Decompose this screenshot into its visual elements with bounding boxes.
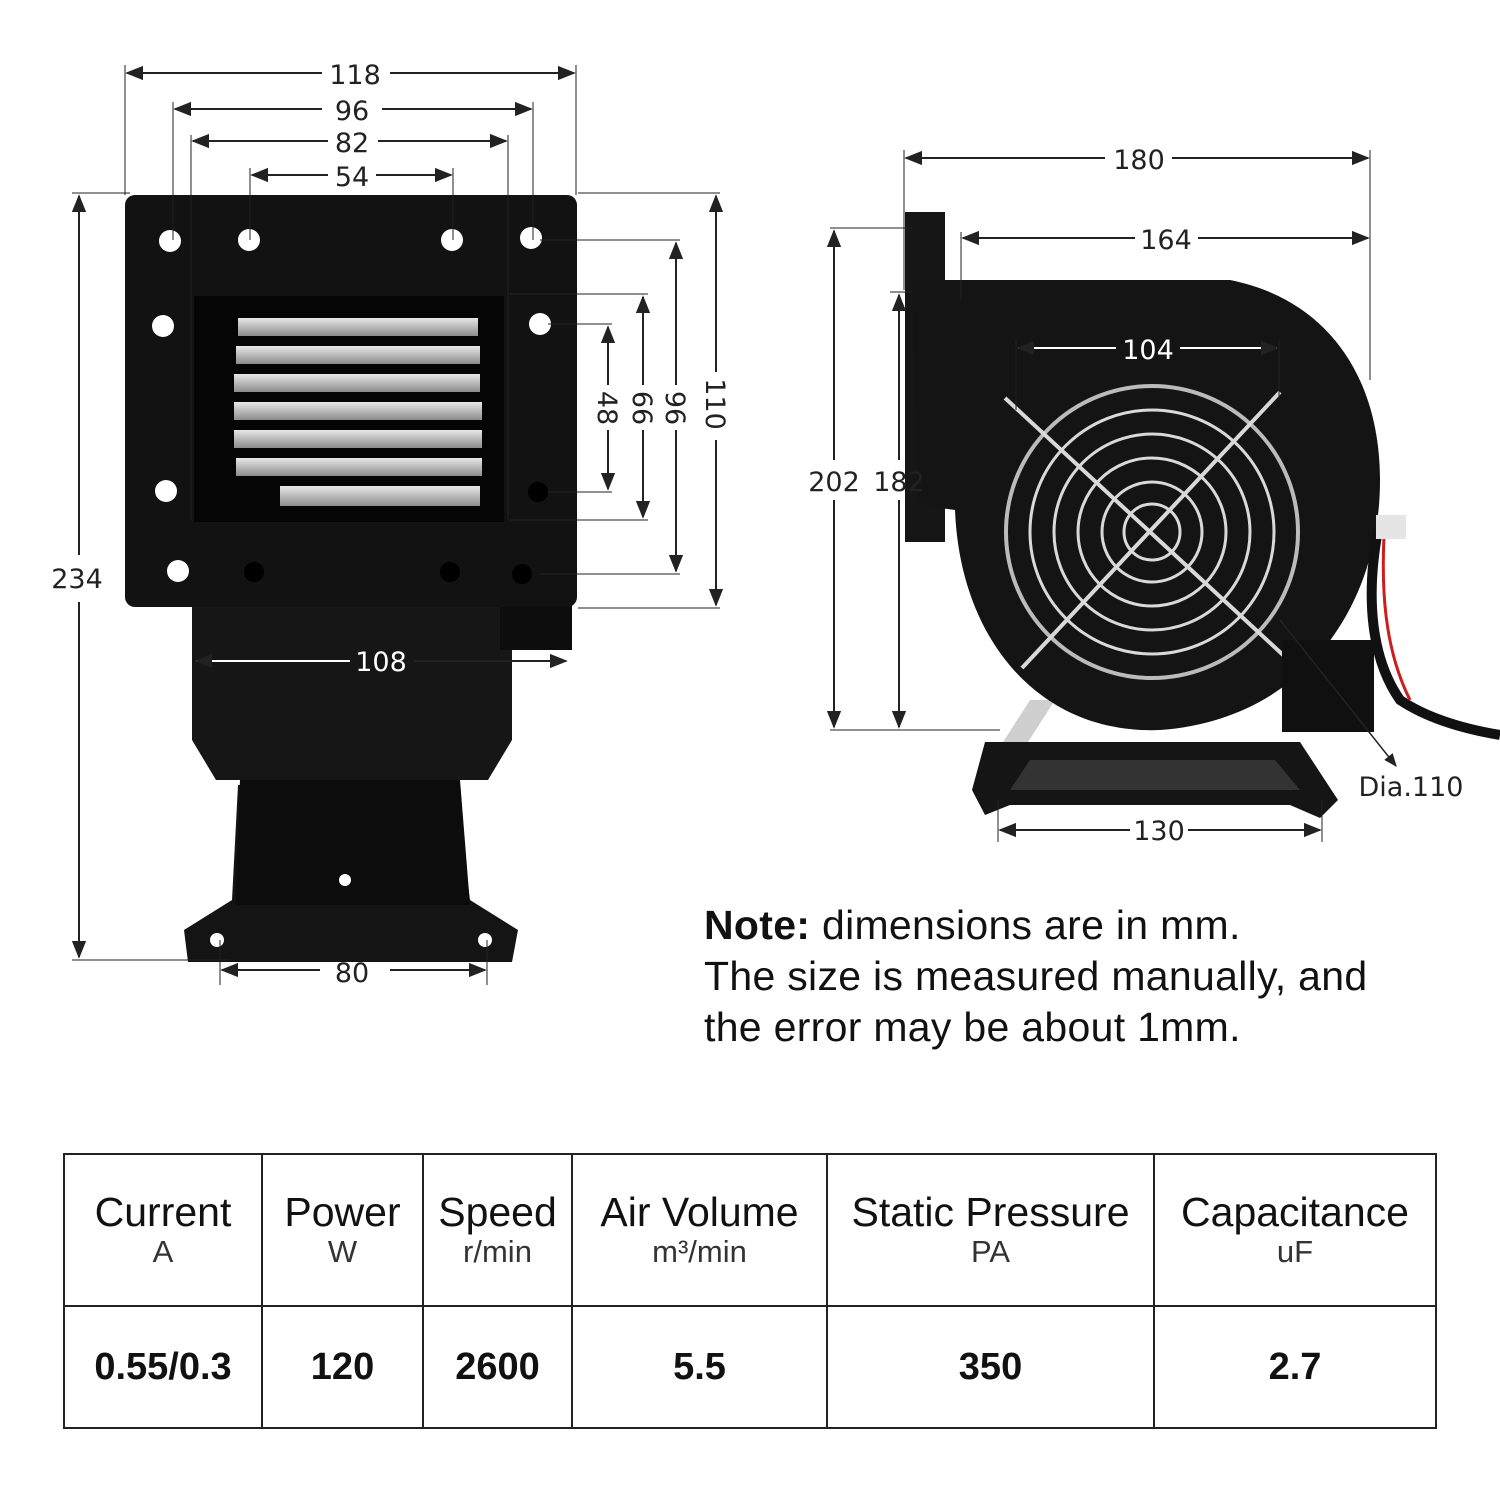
side-inlet-grille	[1003, 384, 1300, 680]
value-capacitance: 2.7	[1153, 1305, 1437, 1429]
dim-130: 130	[1133, 816, 1185, 847]
front-view-dimension-lines	[71, 65, 724, 985]
dim-202: 202	[808, 467, 860, 498]
dim-66: 66	[626, 391, 657, 425]
dim-110: 110	[699, 378, 730, 430]
dim-96-height: 96	[659, 391, 690, 425]
dim-182: 182	[873, 467, 925, 498]
flange-holes	[152, 227, 551, 582]
measurement-note: Note: dimensions are in mm. The size is …	[704, 900, 1464, 1053]
front-view-blower	[125, 195, 577, 962]
dim-234: 234	[51, 564, 103, 595]
note-line-3: the error may be about 1mm.	[704, 1004, 1241, 1050]
dim-104: 104	[1122, 335, 1174, 366]
dim-dia-110: Dia.110	[1359, 772, 1464, 803]
value-speed: 2600	[422, 1305, 573, 1429]
value-power: 120	[261, 1305, 424, 1429]
side-wires	[1366, 529, 1500, 740]
dimension-drawing: 118 96 82 54 234 110 96 66 48 108 80	[51, 60, 1500, 989]
note-line-1: dimensions are in mm.	[821, 902, 1241, 948]
dim-82: 82	[335, 128, 369, 159]
note-line-2: The size is measured manually, and	[704, 953, 1368, 999]
value-static-pressure: 350	[826, 1305, 1155, 1429]
impeller-blades	[234, 318, 482, 506]
dim-118: 118	[329, 60, 381, 91]
dim-180: 180	[1113, 145, 1165, 176]
note-label: Note:	[704, 902, 811, 948]
value-air-volume: 5.5	[571, 1305, 828, 1429]
value-current: 0.55/0.3	[63, 1305, 263, 1429]
front-housing-body	[192, 580, 512, 780]
dim-164: 164	[1140, 225, 1192, 256]
dim-96-width: 96	[335, 96, 369, 127]
dim-48: 48	[591, 391, 622, 425]
front-view-dimension-labels: 118 96 82 54 234 110 96 66 48 108 80	[51, 60, 730, 989]
spec-value-row: 0.55/0.3 120 2600 5.5 350 2.7	[63, 1305, 1437, 1429]
side-view-dimension-labels: 180 164 104 202 182 Dia.110 130	[808, 145, 1463, 847]
side-view-blower	[905, 212, 1500, 818]
side-view-dimension-lines	[826, 150, 1397, 842]
dim-108: 108	[355, 647, 407, 678]
side-terminal-box	[1282, 640, 1374, 732]
dim-54: 54	[335, 162, 369, 193]
dim-80: 80	[335, 958, 369, 989]
front-foot-neck	[235, 780, 470, 905]
